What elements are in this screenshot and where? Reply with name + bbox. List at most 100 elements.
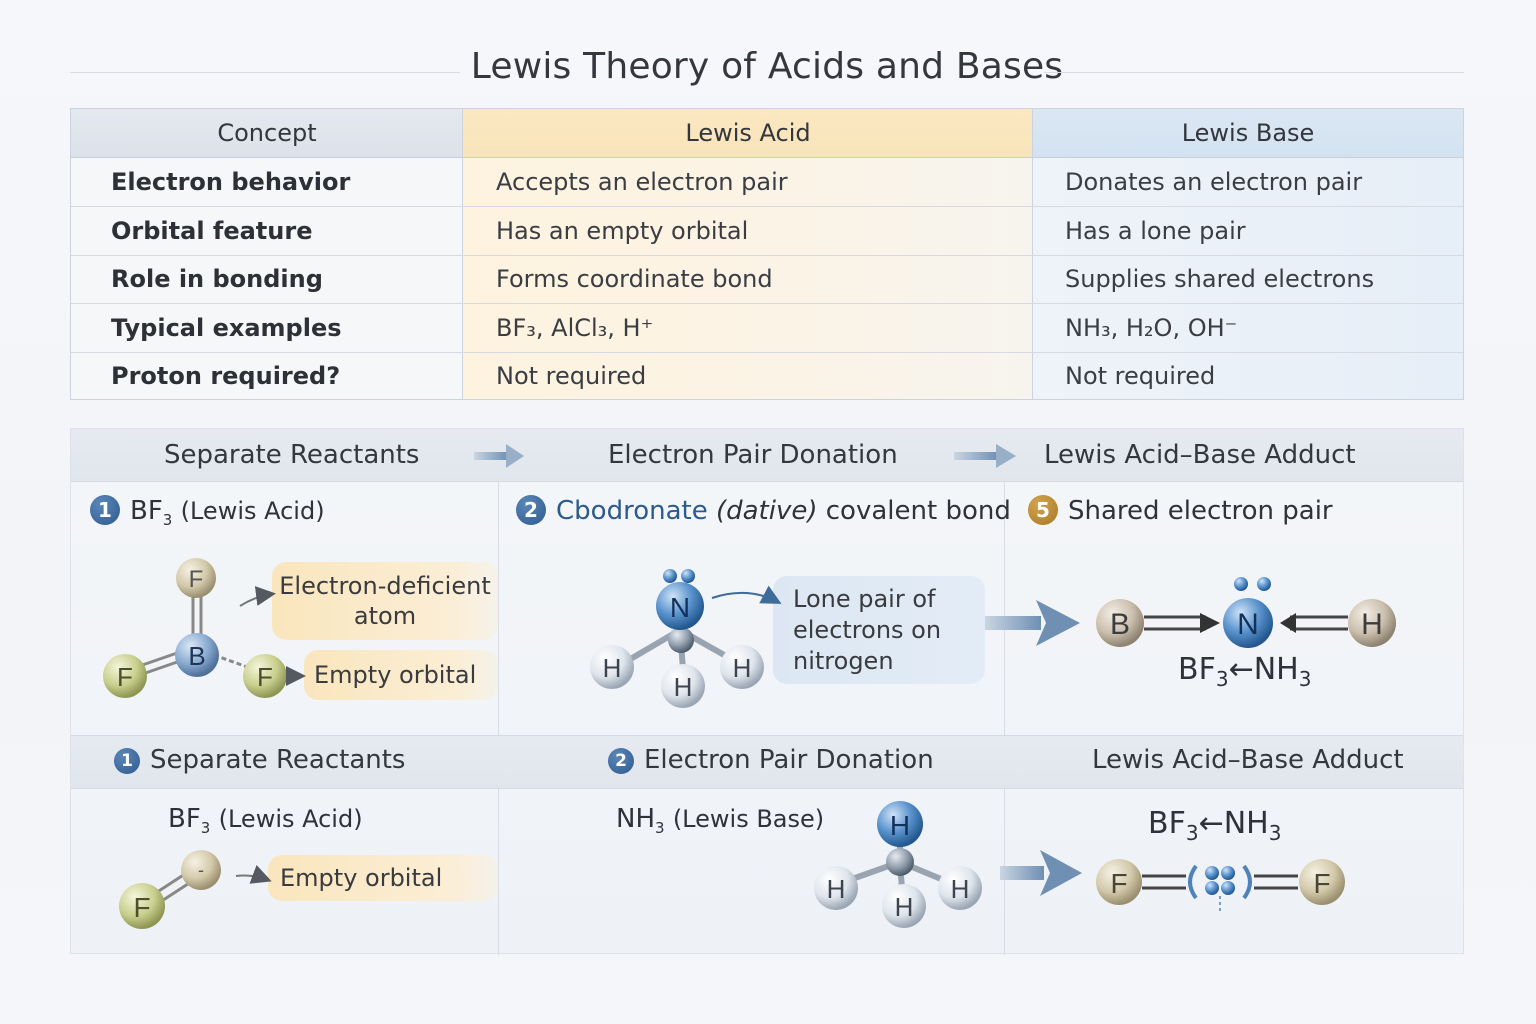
lone-pair-electron (681, 569, 695, 583)
row-base-value: NH₃, H₂O, OH⁻ (1065, 314, 1238, 342)
panel-divider (498, 481, 499, 735)
row-base-value: Donates an electron pair (1065, 168, 1363, 196)
header-concept: Concept (71, 109, 463, 158)
nitrogen-atom: N (1223, 598, 1273, 648)
row-divider (71, 352, 1463, 353)
atom-label: H (890, 810, 910, 841)
row-acid-value: Accepts an electron pair (496, 168, 788, 196)
bf-fragment: - F (119, 850, 272, 929)
step-badge: 5 (1028, 495, 1058, 525)
hydrogen-atom: H (882, 884, 926, 928)
lone-pair-electron (663, 569, 677, 583)
row-acid-value: Not required (496, 362, 647, 390)
header-lewis-acid: Lewis Acid (463, 109, 1033, 158)
callout-empty-orbital-lower: Empty orbital (268, 855, 498, 901)
fluorine-atom: F (103, 654, 147, 698)
formula-base: NH (1253, 652, 1299, 687)
row-base-value: Has a lone pair (1065, 217, 1246, 245)
atom-label: B (1110, 608, 1130, 641)
fluorine-atom: F (243, 654, 287, 698)
adduct-formula-lower: BF3←NH3 (1148, 806, 1281, 845)
formula-base-sub: 3 (1298, 667, 1312, 691)
shared-electron (1234, 577, 1248, 591)
step-badge: 2 (516, 495, 546, 525)
column-lewis-acid: Lewis Acid (463, 109, 1033, 399)
row-acid-value: Forms coordinate bond (496, 265, 773, 293)
lewis-acid-tag: (Lewis Acid) (218, 805, 363, 833)
row-divider (71, 206, 1463, 207)
formula-acid-sub: 3 (1215, 667, 1229, 691)
stage-header-band (71, 429, 1463, 482)
shared-electron (1205, 881, 1219, 895)
lewis-acid-tag: (Lewis Acid) (180, 497, 325, 525)
shared-electron (1205, 866, 1219, 880)
column-lewis-base: Lewis Base (1033, 109, 1463, 399)
atom-label: F (133, 892, 150, 923)
shared-electron (1221, 866, 1235, 880)
formula-acid: BF (1178, 652, 1216, 687)
panel5-label: NH3 (Lewis Base) (616, 804, 824, 837)
fluorine-atom: F (1299, 859, 1345, 905)
atom-label: F (117, 662, 133, 692)
bf3-formula: BF (168, 804, 201, 834)
dative-arrow: ← (1198, 806, 1224, 841)
svg-text:-: - (198, 860, 204, 880)
hydrogen-atom: H (720, 645, 764, 689)
hydrogen-atom: H (661, 664, 705, 708)
atom-label: B (188, 641, 205, 671)
atom-label: H (603, 653, 622, 683)
row-concept-label: Electron behavior (111, 168, 351, 196)
pointer-arrow (239, 586, 276, 607)
dative-word: (dative) (715, 496, 818, 526)
bf3-subscript: 3 (200, 819, 211, 837)
stage-header-separate: Separate Reactants (164, 440, 420, 470)
header-lewis-base: Lewis Base (1033, 109, 1463, 158)
row-acid-value: BF₃, AlCl₃, H⁺ (496, 314, 654, 342)
callout-empty-orbital: Empty orbital (304, 650, 498, 700)
hydrogen-atom: H (590, 645, 634, 689)
stage-arrow (474, 444, 524, 468)
atom-label: H (674, 672, 693, 702)
atom-label: F (257, 662, 273, 692)
step-badge: 1 (114, 748, 140, 774)
atom-label: H (895, 892, 914, 922)
bf3-subscript: 3 (162, 511, 173, 529)
atom-label: H (1361, 608, 1383, 641)
formula-acid: BF (1148, 806, 1186, 841)
row-concept-label: Typical examples (111, 314, 342, 342)
boron-atom: B (1096, 599, 1144, 647)
stage-header-adduct: Lewis Acid–Base Adduct (1044, 440, 1356, 470)
boron-atom: B (175, 633, 219, 677)
title-rule-left (70, 72, 460, 73)
panel-divider (1004, 481, 1005, 735)
stage-arrow (954, 444, 1016, 468)
fluorine-atom: F (1096, 859, 1142, 905)
lewis-base-tag: (Lewis Base) (672, 805, 825, 833)
pointer-arrow (235, 865, 272, 884)
row-divider (71, 255, 1463, 256)
atom-label: F (1313, 868, 1330, 899)
title-rule-right (1044, 72, 1464, 73)
bottom-header-adduct: Lewis Acid–Base Adduct (1092, 745, 1404, 775)
formula-acid-sub: 3 (1185, 821, 1199, 845)
atom-label: F (1110, 868, 1127, 899)
step-badge: 1 (90, 495, 120, 525)
adduct-formula: BF3←NH3 (1178, 652, 1311, 691)
bottom-header-donation-text: Electron Pair Donation (644, 745, 934, 775)
nh3-molecule: N H H H (590, 569, 782, 708)
atom-label: N (1237, 608, 1259, 641)
fluorine-atom: F (176, 558, 216, 598)
page-title: Lewis Theory of Acids and Bases (470, 46, 1064, 87)
row-concept-label: Orbital feature (111, 217, 313, 245)
bottom-header-donation: 2 Electron Pair Donation (608, 745, 934, 775)
dative-arrow: ← (1228, 652, 1254, 687)
step-badge: 2 (608, 748, 634, 774)
callout-electron-deficient: Electron-deficient atom (272, 562, 498, 640)
table-divider (462, 109, 463, 399)
bond-type-suffix: covalent bond (825, 496, 1011, 526)
donation-arrow (985, 600, 1080, 646)
hydrogen-atom: H (877, 801, 923, 847)
bf3-molecule: F B F F (103, 558, 306, 698)
